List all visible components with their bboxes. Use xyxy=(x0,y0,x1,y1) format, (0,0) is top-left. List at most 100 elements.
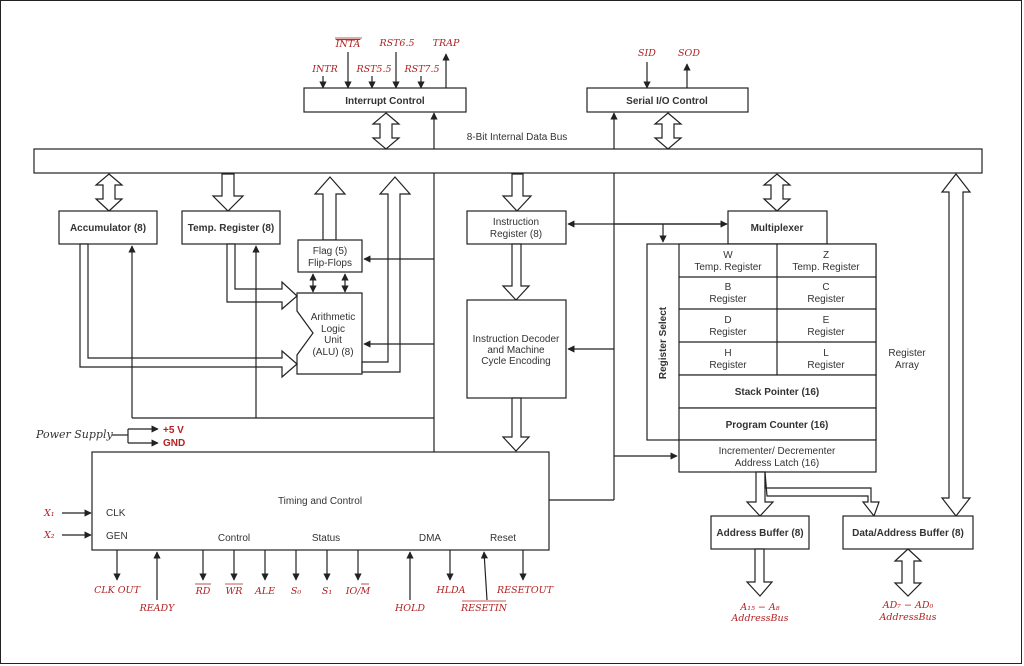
temp-register-block: Temp. Register (8) xyxy=(181,210,281,245)
x2-signal: X₂ xyxy=(43,530,55,541)
svg-text:C: C xyxy=(822,282,829,293)
stack-pointer-label: Stack Pointer (16) xyxy=(735,387,819,398)
register-select-label: Register Select xyxy=(658,306,669,379)
instruction-register-block: Instruction Register (8) xyxy=(466,210,567,245)
resetin-signal: RESETIN xyxy=(460,603,508,614)
address-buffer-label: Address Buffer (8) xyxy=(716,528,803,539)
interrupt-control-block: Interrupt Control xyxy=(303,87,467,113)
svg-text:Z: Z xyxy=(823,250,829,261)
timing-control-block: Timing and Control CLK GEN Control Statu… xyxy=(91,451,550,551)
decoder-label-3: Cycle Encoding xyxy=(481,356,550,367)
s0-signal: S₀ xyxy=(291,586,302,597)
hold-signal: HOLD xyxy=(394,603,425,614)
register-d: D Register xyxy=(709,315,747,338)
alu-label-2: Logic xyxy=(321,324,345,335)
decoder-label-2: and Machine xyxy=(487,345,545,356)
data-bus-bidirectional-arrow xyxy=(893,548,923,597)
temp-to-alu-arrow xyxy=(226,243,298,311)
accumulator-bus-arrow xyxy=(94,173,124,212)
svg-text:D: D xyxy=(724,315,731,326)
timing-control-label: Timing and Control xyxy=(278,496,362,507)
serial-io-control-block: Serial I/O Control xyxy=(586,87,749,113)
register-w: W Temp. Register xyxy=(694,250,762,273)
io-m-signal: IO/M xyxy=(345,586,371,597)
flag-to-bus-arrow xyxy=(313,176,347,241)
trap-signal: TRAP xyxy=(433,38,460,49)
address-bus-signal-2: AddressBus xyxy=(731,613,789,624)
rst55-signal: RST5.5 xyxy=(355,64,391,75)
register-b: B Register xyxy=(709,282,747,305)
alu-label-3: Unit xyxy=(324,335,342,346)
svg-text:Register: Register xyxy=(807,360,845,371)
hlda-signal: HLDA xyxy=(435,585,465,596)
serial-bus-arrow xyxy=(653,112,683,150)
interrupt-bus-arrow xyxy=(371,112,401,150)
power-supply-label: Power Supply xyxy=(35,428,113,441)
status-group-label: Status xyxy=(312,533,340,544)
svg-text:Register: Register xyxy=(807,327,845,338)
register-h: H Register xyxy=(709,348,747,371)
x1-signal: X₁ xyxy=(43,508,55,519)
data-address-buffer-label: Data/Address Buffer (8) xyxy=(852,528,964,539)
svg-text:Register: Register xyxy=(709,360,747,371)
clk-out-signal: CLK OUT xyxy=(94,585,140,596)
accumulator-label: Accumulator (8) xyxy=(70,223,146,234)
internal-data-bus xyxy=(33,148,983,174)
flag-flipflops-block: Flag (5) Flip-Flops xyxy=(297,239,363,273)
alu-label-4: (ALU) (8) xyxy=(312,347,353,358)
register-e: E Register xyxy=(807,315,845,338)
sid-signal: SID xyxy=(638,48,656,59)
register-array xyxy=(678,243,877,441)
alu-label-1: Arithmetic xyxy=(311,312,355,323)
ir-to-decoder-arrow xyxy=(501,243,531,301)
internal-data-bus-label: 8-Bit Internal Data Bus xyxy=(467,132,568,143)
ready-signal: READY xyxy=(139,603,177,614)
multiplexer-block: Multiplexer xyxy=(727,210,828,245)
svg-text:Temp. Register: Temp. Register xyxy=(792,262,860,273)
svg-text:Register: Register xyxy=(807,294,845,305)
resetout-signal: RESETOUT xyxy=(496,585,554,596)
svg-text:B: B xyxy=(725,282,732,293)
clk-label: CLK xyxy=(106,508,126,519)
flag-label-2: Flip-Flops xyxy=(308,258,352,269)
rst65-signal: RST6.5 xyxy=(378,38,414,49)
incrementer-latch-block: Incrementer/ Decrementer Address Latch (… xyxy=(678,439,877,473)
inta-signal: INTA xyxy=(335,39,361,50)
bus-to-temp-arrow xyxy=(211,173,245,212)
decoder-label-1: Instruction Decoder xyxy=(473,334,560,345)
bus-to-data-buffer-arrow xyxy=(940,173,972,517)
register-array-label-2: Array xyxy=(895,360,919,371)
latch-to-data-buffer-arrow xyxy=(764,471,880,518)
inc-dec-label-1: Incrementer/ Decrementer xyxy=(719,446,836,457)
instruction-decoder-block: Instruction Decoder and Machine Cycle En… xyxy=(466,299,567,399)
temp-register-label: Temp. Register (8) xyxy=(188,223,275,234)
rst75-signal: RST7.5 xyxy=(403,64,439,75)
dma-group-label: DMA xyxy=(419,533,442,544)
svg-text:Register: Register xyxy=(709,294,747,305)
program-counter-label: Program Counter (16) xyxy=(726,420,829,431)
svg-text:Temp. Register: Temp. Register xyxy=(694,262,762,273)
svg-text:W: W xyxy=(723,250,733,261)
multiplexer-label: Multiplexer xyxy=(751,223,804,234)
flag-label-1: Flag (5) xyxy=(313,246,347,257)
data-bus-signal-2: AddressBus xyxy=(879,612,937,623)
data-address-buffer-block: Data/Address Buffer (8) xyxy=(842,515,974,550)
register-array-label-1: Register xyxy=(888,348,926,359)
multiplexer-bus-arrow xyxy=(762,173,792,212)
resetin-arrow xyxy=(480,551,488,601)
alu-to-bus-arrow xyxy=(361,176,412,373)
vcc-signal: +5 V xyxy=(163,425,184,436)
sod-signal: SOD xyxy=(678,48,700,59)
ir-label-1: Instruction xyxy=(493,217,539,228)
svg-text:L: L xyxy=(823,348,829,359)
register-l: L Register xyxy=(807,348,845,371)
reset-group-label: Reset xyxy=(490,533,516,544)
bus-to-ir-arrow xyxy=(501,173,533,212)
address-bus-signal-1: A₁₅ − A₈ xyxy=(739,602,779,613)
gnd-signal: GND xyxy=(163,438,185,449)
control-group-label: Control xyxy=(218,533,250,544)
ale-signal: ALE xyxy=(254,586,275,597)
rd-signal: RD xyxy=(195,586,211,597)
